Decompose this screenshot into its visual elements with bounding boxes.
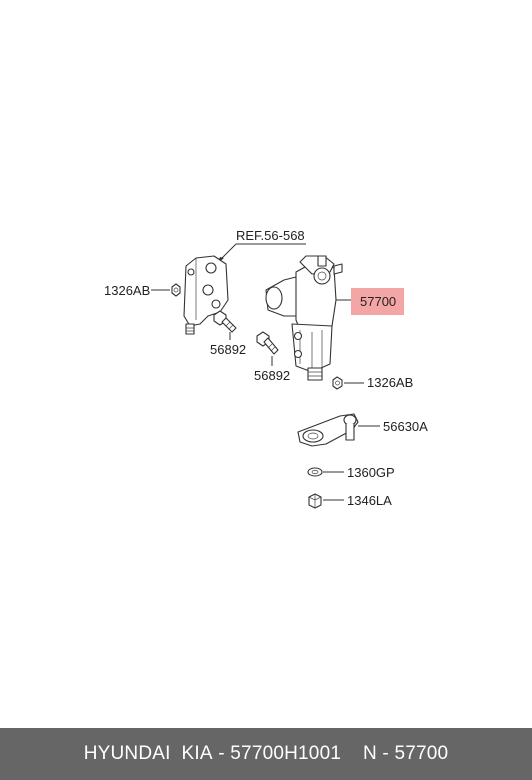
steering-gear-box[interactable] [265, 255, 343, 381]
pitman-arm[interactable] [297, 413, 359, 447]
footer-gap: N [341, 743, 377, 764]
bolt-56892-left[interactable] [213, 310, 237, 333]
label-1326ab-left[interactable]: 1326AB [104, 283, 150, 298]
washer-1360gp[interactable] [307, 467, 323, 477]
nut-1326ab-left[interactable] [171, 283, 181, 297]
label-56630a[interactable]: 56630A [383, 419, 428, 434]
footer-separator-2: - [376, 743, 395, 764]
nut-1346la[interactable] [308, 493, 322, 509]
footer-short-number: 57700 [394, 743, 449, 764]
ref-leader-line [219, 243, 306, 261]
label-56892-center[interactable]: 56892 [254, 368, 290, 383]
label-56892-left[interactable]: 56892 [210, 342, 246, 357]
label-57700[interactable]: 57700 [360, 294, 396, 309]
footer-bar: HYUNDAI KIA - 57700H1001 N - 57700 [0, 728, 532, 780]
footer-separator-1: - [212, 743, 231, 764]
nut-1326ab-right[interactable] [332, 376, 343, 390]
parts-diagram: REF.56-568 1326AB 56892 56892 [104, 228, 428, 509]
footer-part-number: 57700H1001 [230, 743, 342, 764]
ref-label[interactable]: REF.56-568 [236, 228, 305, 243]
footer-brand: HYUNDAI KIA [83, 743, 213, 764]
mounting-bracket[interactable] [183, 255, 229, 335]
label-1326ab-right[interactable]: 1326AB [367, 375, 413, 390]
label-1346la[interactable]: 1346LA [347, 493, 392, 508]
label-1360gp[interactable]: 1360GP [347, 465, 395, 480]
bolt-56892-center[interactable] [256, 331, 279, 355]
highlight-57700 [351, 288, 404, 315]
